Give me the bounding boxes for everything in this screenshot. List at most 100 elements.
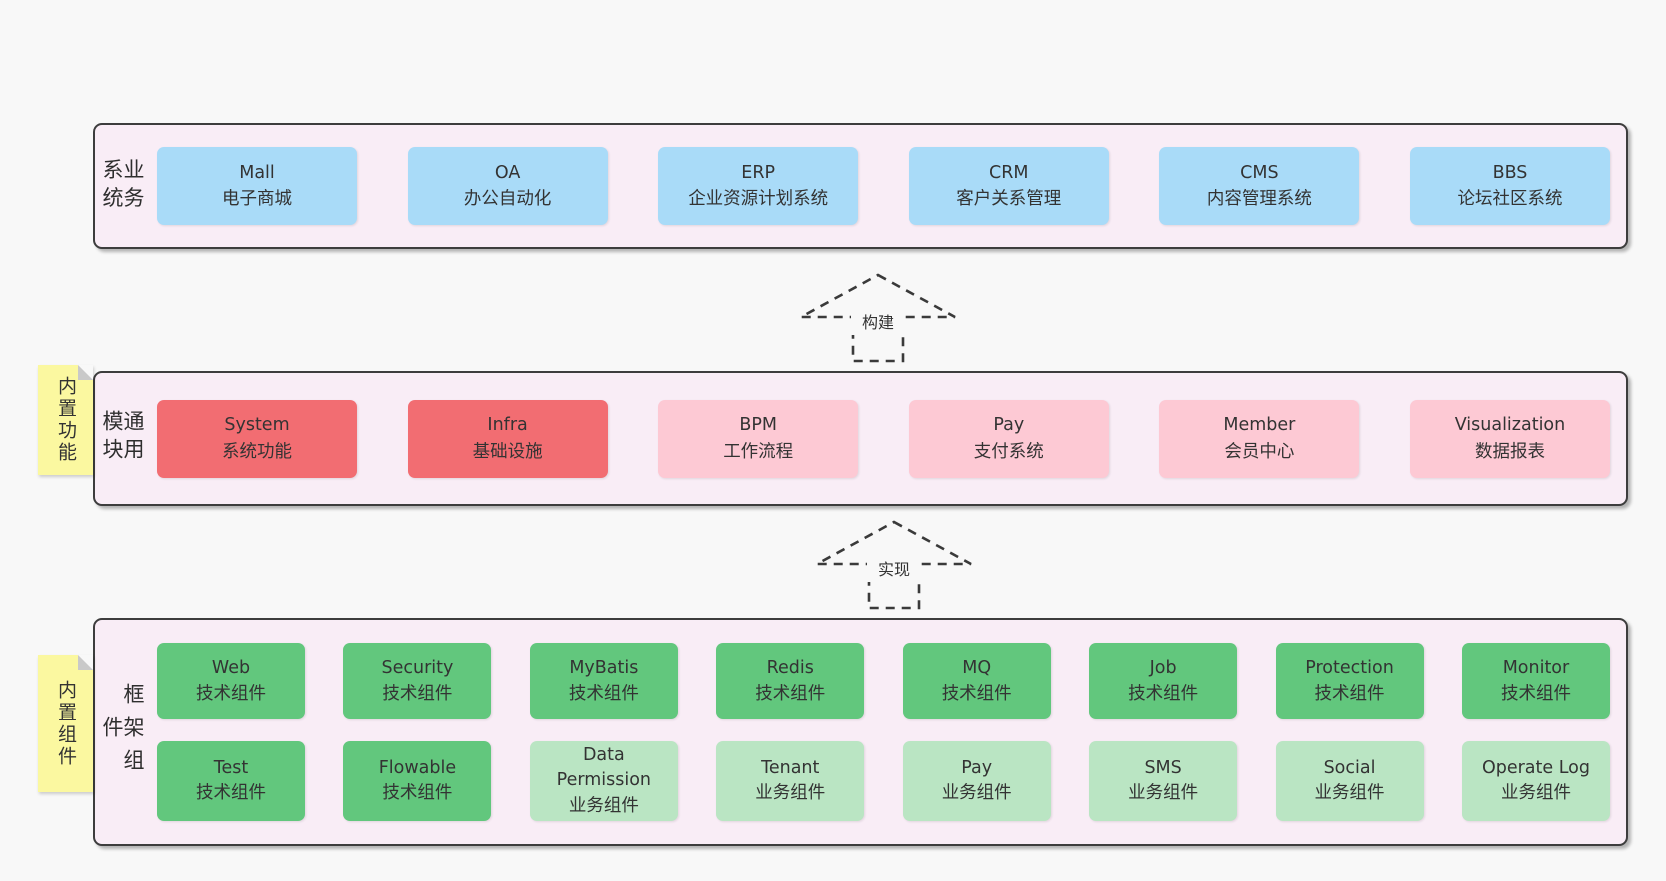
node-title: MQ (962, 657, 992, 678)
node-title: OA (494, 162, 521, 183)
node-subtitle: 技术组件 (941, 684, 1012, 704)
layer-common-modules: 通用模块 System 系统功能 Infra 基础设施 BPM 工作流程 Pay… (93, 371, 1628, 506)
node-title: Mall (239, 162, 275, 183)
node-subtitle: 技术组件 (1314, 684, 1385, 704)
node-mybatis: MyBatis 技术组件 (529, 643, 678, 719)
node-subtitle: 业务组件 (1500, 783, 1571, 803)
node-crm: CRM 客户关系管理 (908, 147, 1109, 225)
node-subtitle: 技术组件 (196, 783, 266, 803)
node-title: Operate Log (1481, 757, 1590, 778)
node-monitor: Monitor 技术组件 (1461, 643, 1610, 719)
node-title: System (224, 415, 290, 436)
node-subtitle: 内容管理系统 (1206, 189, 1312, 209)
node-social: Social 业务组件 (1275, 741, 1424, 821)
node-title: Pay (993, 415, 1025, 436)
node-bpm: BPM 工作流程 (658, 399, 859, 478)
node-title: Visualization (1454, 415, 1566, 436)
node-title: Security (381, 657, 454, 678)
node-title: Data Permission (556, 744, 652, 791)
node-pay-component: Pay 业务组件 (902, 741, 1051, 821)
layer-business-systems: 业务系统 Mall 电子商城 OA 办公自动化 ERP 企业资源计划系统 CRM… (93, 123, 1628, 249)
node-bbs: BBS 论坛社区系统 (1409, 147, 1610, 225)
node-title: BPM (739, 415, 778, 436)
node-subtitle: 企业资源计划系统 (688, 189, 829, 209)
arrow-implement: 实现 (814, 519, 974, 611)
node-title: Redis (766, 657, 814, 678)
sticky-builtin-features: 内置功能 (38, 365, 93, 475)
node-subtitle: 办公自动化 (463, 189, 552, 209)
arrow-label: 实现 (878, 560, 910, 579)
node-title: ERP (741, 162, 776, 183)
node-title: SMS (1144, 757, 1182, 778)
node-member: Member 会员中心 (1159, 399, 1360, 478)
node-tenant: Tenant 业务组件 (716, 741, 865, 821)
node-system: System 系统功能 (157, 399, 357, 478)
arrow-label: 构建 (862, 313, 894, 332)
node-subtitle: 工作流程 (723, 441, 794, 462)
node-mq: MQ 技术组件 (902, 643, 1051, 719)
node-data-permission: Data Permission 业务组件 (529, 741, 678, 821)
node-title: Job (1149, 657, 1177, 678)
node-cms: CMS 内容管理系统 (1159, 147, 1360, 225)
node-title: Infra (487, 415, 528, 436)
node-subtitle: 业务组件 (755, 783, 826, 803)
node-subtitle: 业务组件 (1314, 783, 1385, 803)
node-subtitle: 技术组件 (1128, 684, 1199, 704)
node-title: Pay (961, 757, 993, 778)
node-title: CMS (1240, 162, 1279, 183)
node-subtitle: 论坛社区系统 (1457, 189, 1563, 209)
node-protection: Protection 技术组件 (1275, 643, 1424, 719)
node-subtitle: 业务组件 (1128, 783, 1199, 803)
layer-business-label: 业务系统 (100, 158, 145, 214)
node-title: Web (211, 657, 251, 678)
node-operate-log: Operate Log 业务组件 (1461, 741, 1610, 821)
node-title: Test (213, 757, 249, 778)
node-subtitle: 支付系统 (973, 441, 1044, 462)
node-title: MyBatis (569, 657, 639, 678)
node-subtitle: 技术组件 (568, 684, 639, 704)
node-subtitle: 技术组件 (382, 684, 453, 704)
node-oa: OA 办公自动化 (407, 147, 608, 225)
layer-framework-components: 框架组件 Web 技术组件 Security 技术组件 MyBatis 技术组件… (93, 618, 1628, 846)
node-sms: SMS 业务组件 (1089, 741, 1238, 821)
node-subtitle: 技术组件 (382, 783, 453, 803)
node-subtitle: 技术组件 (755, 684, 826, 704)
sticky-label: 内置功能 (55, 376, 77, 464)
node-web: Web 技术组件 (157, 643, 305, 719)
node-erp: ERP 企业资源计划系统 (658, 147, 859, 225)
node-subtitle: 技术组件 (1500, 684, 1571, 704)
arrow-up-outline (800, 273, 956, 363)
node-subtitle: 业务组件 (568, 795, 639, 816)
node-mall: Mall 电子商城 (157, 147, 357, 225)
arrow-build: 构建 (798, 272, 958, 364)
node-subtitle: 技术组件 (196, 684, 266, 704)
node-visualization: Visualization 数据报表 (1409, 399, 1610, 478)
node-subtitle: 数据报表 (1474, 441, 1545, 462)
node-subtitle: 基础设施 (472, 441, 543, 462)
arrow-up-outline (816, 520, 972, 610)
layer-modules-label: 通用模块 (100, 410, 145, 467)
node-subtitle: 电子商城 (222, 189, 292, 209)
node-title: Flowable (378, 757, 457, 778)
node-title: Tenant (761, 757, 820, 778)
node-test: Test 技术组件 (157, 741, 305, 821)
node-infra: Infra 基础设施 (407, 399, 608, 478)
layer-components-label: 框架组件 (100, 682, 145, 782)
sticky-label: 内置组件 (55, 679, 77, 768)
node-pay-module: Pay 支付系统 (908, 399, 1109, 478)
node-flowable: Flowable 技术组件 (343, 741, 492, 821)
node-title: Member (1223, 415, 1296, 436)
node-title: Monitor (1502, 657, 1570, 678)
sticky-builtin-components: 内置组件 (38, 655, 93, 792)
node-title: Social (1323, 757, 1376, 778)
node-title: CRM (989, 162, 1029, 183)
node-title: BBS (1492, 162, 1528, 183)
node-subtitle: 业务组件 (941, 783, 1012, 803)
node-job: Job 技术组件 (1089, 643, 1238, 719)
node-subtitle: 会员中心 (1224, 441, 1295, 462)
node-subtitle: 系统功能 (222, 441, 292, 462)
node-title: Protection (1305, 657, 1394, 678)
node-redis: Redis 技术组件 (716, 643, 865, 719)
node-subtitle: 客户关系管理 (956, 189, 1062, 209)
